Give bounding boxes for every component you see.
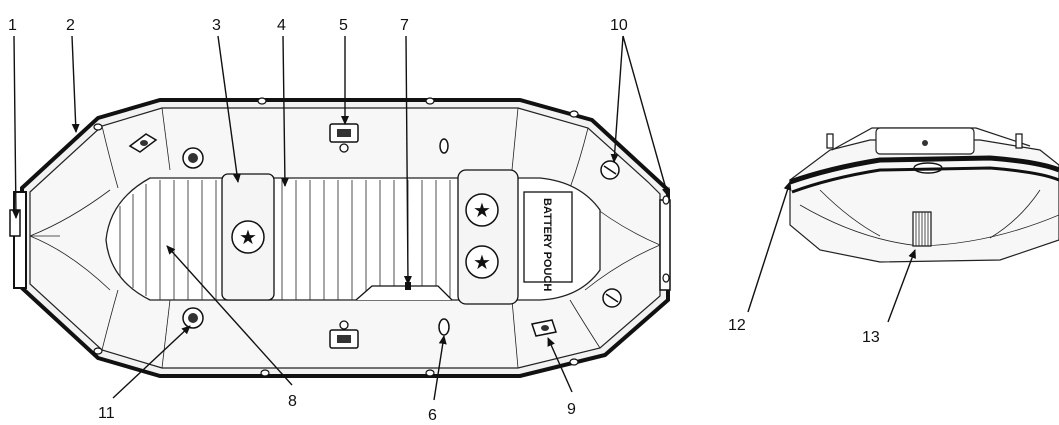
- callout-10: 10: [610, 17, 628, 34]
- callout-5: 5: [339, 17, 348, 34]
- svg-text:★: ★: [473, 198, 491, 222]
- svg-text:★: ★: [239, 225, 257, 249]
- callout-4: 4: [277, 17, 286, 34]
- front-seat: [457, 169, 519, 305]
- leader-lines: [11, 35, 916, 401]
- callout-2: 2: [66, 17, 75, 34]
- callout-3: 3: [212, 17, 221, 34]
- boat-top-view: ★ ★ ★ BATTERY POUCH: [9, 97, 671, 378]
- callout-8: 8: [288, 393, 297, 410]
- callout-6: 6: [428, 407, 437, 424]
- callout-12: 12: [728, 317, 746, 334]
- callout-labels: 1 2 3 4 5 6 7 8 9 10 11 12 13: [8, 17, 880, 424]
- valves: [182, 138, 622, 336]
- oarlocks: [329, 123, 359, 349]
- svg-text:★: ★: [473, 250, 491, 274]
- callout-9: 9: [567, 401, 576, 418]
- callout-1: 1: [8, 17, 17, 34]
- callout-7: 7: [400, 17, 409, 34]
- callout-13: 13: [862, 329, 880, 346]
- battery-pouch-label: BATTERY POUCH: [541, 198, 553, 291]
- carry-handles: [128, 133, 557, 337]
- boat-stern-view: [789, 127, 1059, 263]
- callout-11: 11: [98, 405, 115, 422]
- battery-pouch: [523, 191, 573, 283]
